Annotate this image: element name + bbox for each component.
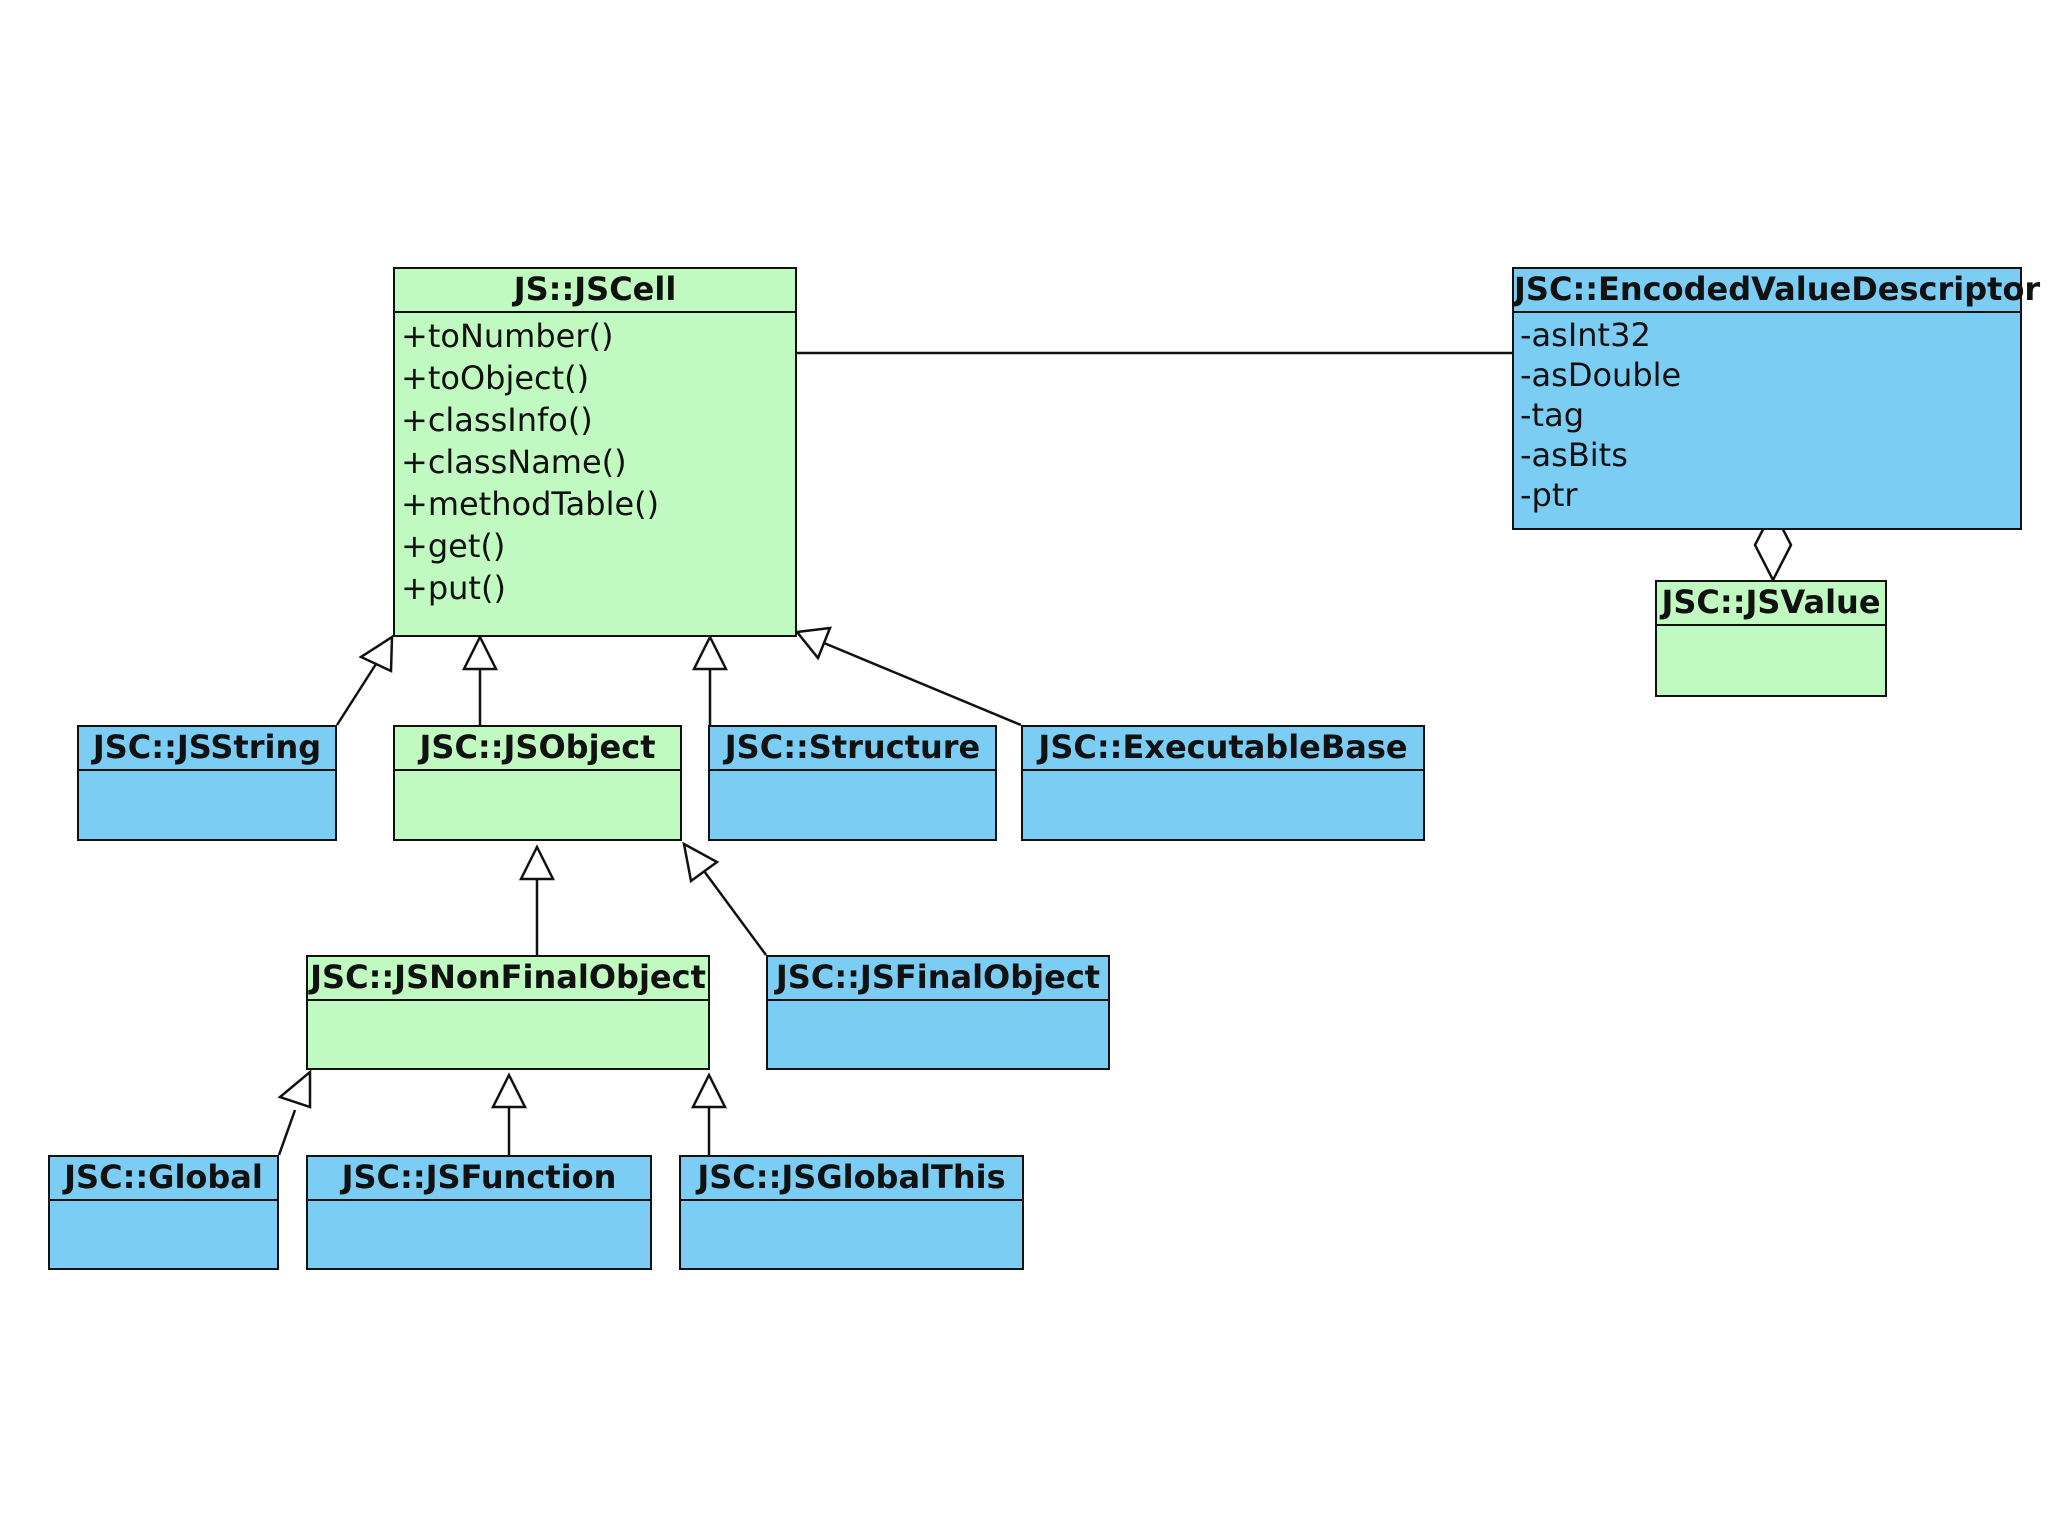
class-name: JSC::Global	[50, 1157, 277, 1201]
inheritance-arrowhead	[794, 626, 832, 661]
class-name: JSC::JSValue	[1657, 582, 1885, 626]
generalization-line	[823, 641, 1022, 727]
method-row: +toObject()	[401, 359, 590, 397]
generalization-line	[702, 870, 768, 956]
method-row: +get()	[401, 527, 506, 565]
class-jscell[interactable]: JS::JSCell +toNumber() +toObject() +clas…	[393, 267, 797, 637]
class-jsstring[interactable]: JSC::JSString	[77, 725, 337, 841]
class-jsvalue[interactable]: JSC::JSValue	[1655, 580, 1887, 697]
attribute-row: -ptr	[1520, 476, 1578, 514]
method-row: +methodTable()	[401, 485, 660, 523]
class-members: -asInt32 -asDouble -tag -asBits -ptr	[1514, 313, 2020, 517]
class-name: JSC::JSNonFinalObject	[308, 957, 708, 1001]
class-name: JSC::ExecutableBase	[1023, 727, 1423, 771]
inheritance-arrowhead	[461, 634, 499, 671]
attribute-row: -tag	[1520, 396, 1585, 434]
class-members: +toNumber() +toObject() +classInfo() +cl…	[395, 313, 795, 611]
class-executablebase[interactable]: JSC::ExecutableBase	[1021, 725, 1425, 841]
inheritance-arrowhead	[690, 1072, 728, 1109]
inheritance-arrowhead	[691, 634, 729, 671]
class-name: JSC::Structure	[710, 727, 995, 771]
class-name: JSC::JSFunction	[308, 1157, 650, 1201]
generalization-line	[335, 663, 378, 726]
class-name: JS::JSCell	[395, 269, 795, 313]
inheritance-arrowhead	[682, 841, 720, 884]
class-name: JSC::JSGlobalThis	[681, 1157, 1022, 1201]
method-row: +put()	[401, 569, 506, 607]
method-row: +classInfo()	[401, 401, 593, 439]
class-jsfunction[interactable]: JSC::JSFunction	[306, 1155, 652, 1270]
inheritance-arrowhead	[490, 1072, 528, 1109]
method-row: +className()	[401, 443, 627, 481]
generalization-line	[277, 1109, 297, 1156]
inheritance-arrowhead	[358, 634, 394, 673]
class-jsglobalthis[interactable]: JSC::JSGlobalThis	[679, 1155, 1024, 1270]
class-jsnonfinalobject[interactable]: JSC::JSNonFinalObject	[306, 955, 710, 1070]
method-row: +toNumber()	[401, 317, 614, 355]
inheritance-arrowhead	[277, 1069, 312, 1109]
class-global[interactable]: JSC::Global	[48, 1155, 279, 1270]
inheritance-arrowhead	[518, 844, 556, 881]
class-name: JSC::JSFinalObject	[768, 957, 1108, 1001]
class-jsfinalobject[interactable]: JSC::JSFinalObject	[766, 955, 1110, 1070]
attribute-row: -asBits	[1520, 436, 1628, 474]
attribute-row: -asInt32	[1520, 316, 1651, 354]
class-name: JSC::JSObject	[395, 727, 680, 771]
attribute-row: -asDouble	[1520, 356, 1682, 394]
class-encodedvaluedescriptor[interactable]: JSC::EncodedValueDescriptor -asInt32 -as…	[1512, 267, 2040, 530]
class-name: JSC::JSString	[79, 727, 335, 771]
class-name: JSC::EncodedValueDescriptor	[1514, 269, 2040, 313]
class-jsobject[interactable]: JSC::JSObject	[393, 725, 682, 841]
class-structure[interactable]: JSC::Structure	[708, 725, 997, 841]
